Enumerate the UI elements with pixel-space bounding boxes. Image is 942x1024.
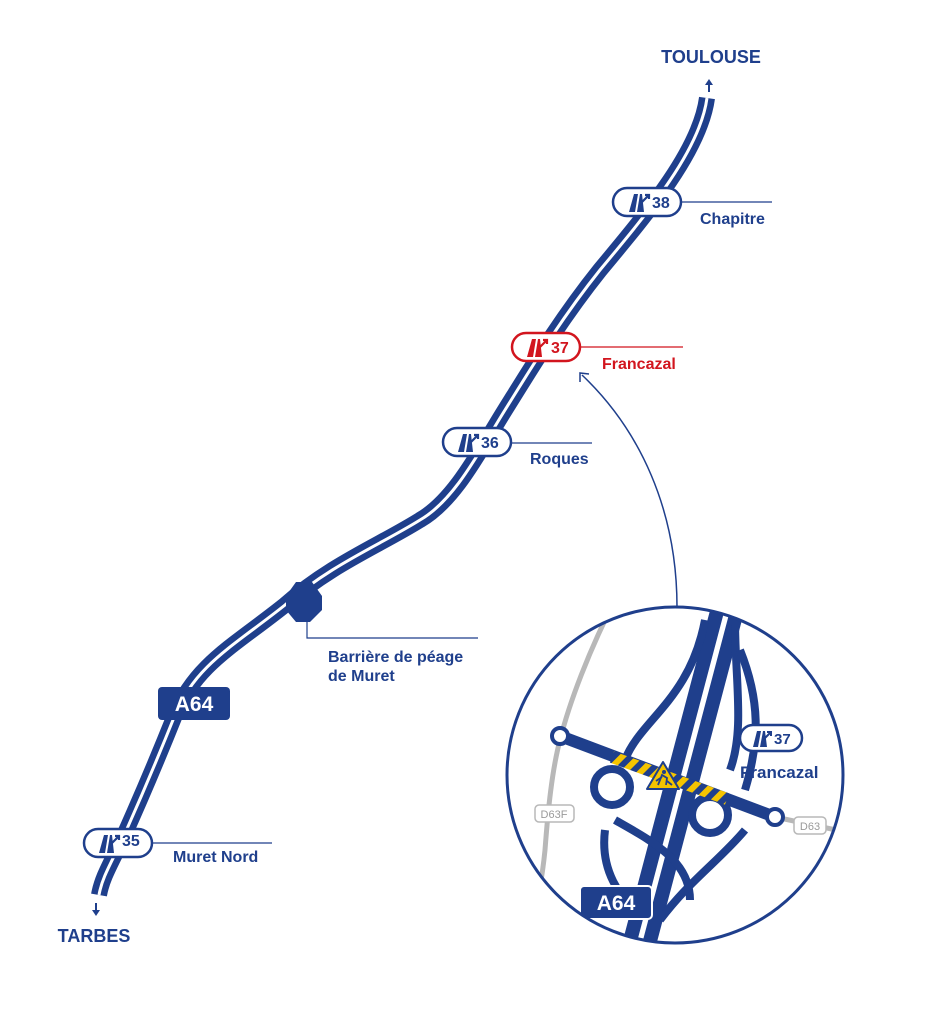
svg-text:37: 37 — [774, 731, 791, 748]
toll-label-line1: Barrière de péage — [328, 649, 463, 666]
exit-name: Roques — [530, 451, 589, 468]
a64-label: A64 — [175, 693, 214, 716]
destination-north: TOULOUSE — [661, 47, 761, 67]
svg-text:D63F: D63F — [541, 809, 568, 821]
motorway-exit-icon — [629, 193, 651, 212]
exit-35[interactable]: 35 Muret Nord — [82, 827, 272, 866]
inset-a64-shield: A64 — [579, 885, 653, 920]
exit-38[interactable]: 38 Chapitre — [611, 186, 772, 228]
roadworks-icon — [646, 761, 680, 790]
exit-name: Muret Nord — [173, 849, 258, 866]
exit-number: 36 — [481, 435, 499, 452]
svg-text:D63: D63 — [800, 821, 820, 833]
north-arrow-icon — [705, 79, 713, 92]
motorway-exit-icon — [458, 433, 480, 452]
exit-number: 35 — [122, 833, 140, 850]
callout-arrow — [579, 372, 678, 608]
inset-exit-badge: 37 — [738, 723, 804, 753]
exit-name: Chapitre — [700, 211, 765, 228]
inset-detail-map: D63F D63 A64 37 Francazal — [505, 605, 845, 945]
motorway-exit-icon — [99, 834, 121, 853]
a64-shield: A64 — [158, 687, 230, 720]
inset-exit-name: Francazal — [740, 763, 818, 782]
exit-number: 38 — [652, 195, 670, 212]
south-arrow-icon — [92, 903, 100, 916]
destination-south: TARBES — [58, 926, 131, 946]
toll-barrier-icon — [286, 582, 322, 622]
exit-number: 37 — [551, 340, 569, 357]
motorway-exit-icon — [527, 338, 549, 357]
road-tag-d63: D63 — [793, 816, 827, 835]
a64-motorway-route — [91, 96, 715, 897]
toll-barrier[interactable]: Barrière de péage de Muret — [286, 582, 478, 685]
exit-37[interactable]: 37 Francazal — [510, 331, 683, 373]
toll-label-line2: de Muret — [328, 668, 395, 685]
svg-text:A64: A64 — [597, 892, 636, 915]
road-tag-d63f: D63F — [534, 804, 575, 823]
exit-name: Francazal — [602, 356, 676, 373]
exit-36[interactable]: 36 Roques — [441, 426, 592, 468]
motorway-exit-icon — [753, 731, 772, 747]
